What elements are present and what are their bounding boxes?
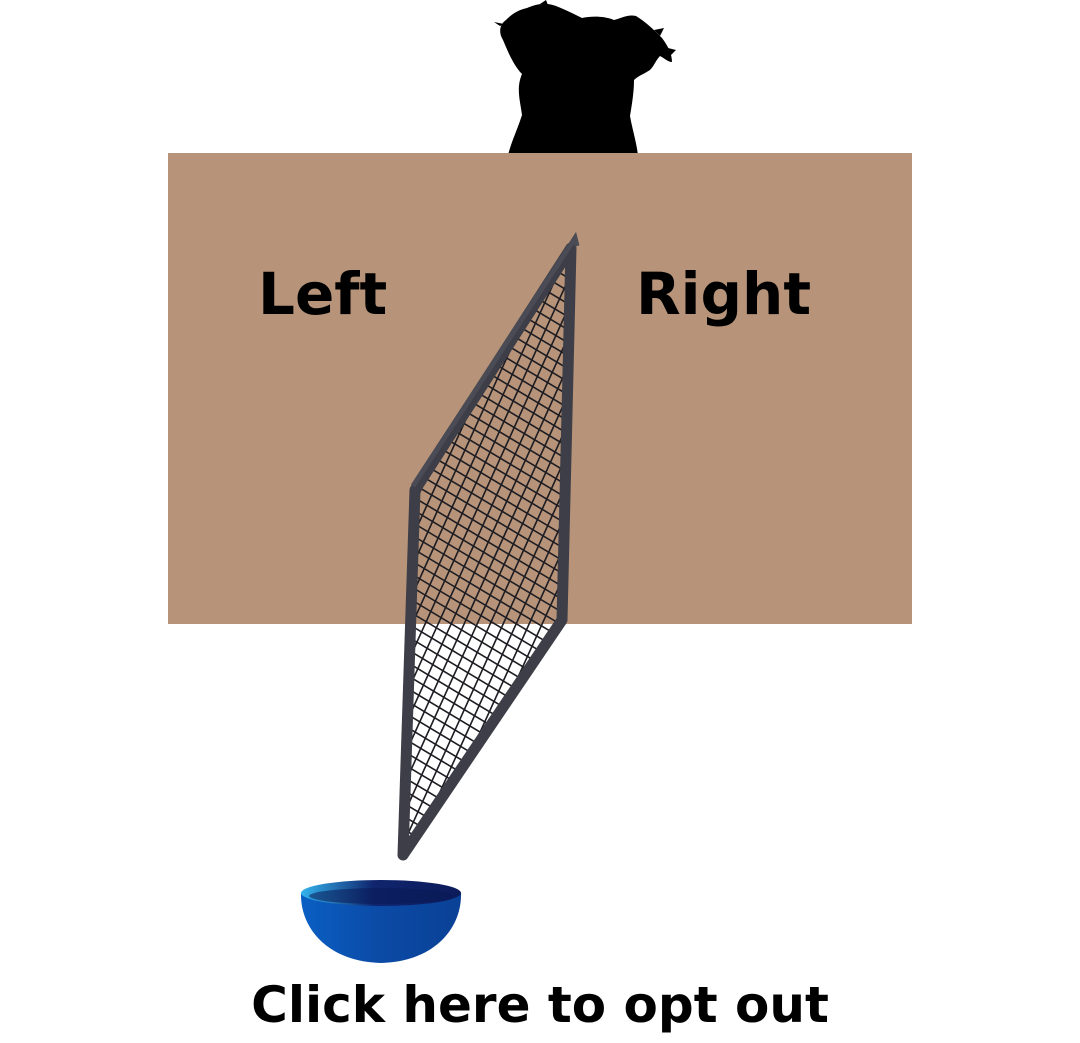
gate-mesh-wire	[403, 324, 571, 536]
gate-mesh-wire	[403, 584, 571, 796]
gate-mesh-wire	[0, 150, 172, 900]
gate-mesh-wire	[403, 454, 571, 666]
gate-mesh-wire	[403, 376, 571, 588]
gate-mesh-wire	[403, 545, 571, 757]
gate-mesh-wire	[403, 571, 571, 783]
gate-mesh-wire	[403, 248, 571, 855]
gate-mesh-wire	[403, 597, 571, 809]
gate-mesh-wire	[403, 623, 571, 835]
gate-mesh-wire	[0, 150, 159, 900]
gate-mesh-wire	[403, 480, 571, 692]
gate-mesh-wire	[403, 311, 571, 523]
gate-mesh-wire	[403, 337, 571, 549]
gate-mesh-wire	[403, 519, 571, 731]
gate-mesh-wire	[300, 0, 650, 2]
gate-mesh-wire	[403, 610, 571, 822]
gate-mesh-wire	[403, 248, 571, 855]
gate-mesh-wire	[0, 150, 185, 900]
gate-mesh-wire	[403, 701, 571, 855]
gate-mesh-wire	[403, 389, 571, 601]
gate-mesh-wire	[403, 248, 571, 855]
gate-mesh-wire	[403, 441, 571, 653]
gate-mesh-wire	[403, 662, 571, 855]
gate-mesh-wire	[403, 532, 571, 744]
gate-mesh-wire	[403, 467, 571, 679]
right-side-label: Right	[636, 260, 812, 328]
gate-mesh-wire	[0, 150, 133, 900]
choice-board	[168, 153, 912, 624]
gate-mesh-wire	[403, 402, 571, 614]
gate-mesh-wire	[0, 150, 146, 900]
left-side-label: Left	[258, 260, 388, 328]
gate-mesh-wire	[403, 688, 571, 855]
gate-mesh-wire	[403, 415, 571, 627]
gate-mesh-wire	[403, 363, 571, 575]
gate-mesh-wire	[403, 506, 571, 718]
gate-mesh-wire	[300, 0, 650, 15]
gate-mesh-wire	[403, 558, 571, 770]
gate-mesh-wire	[403, 493, 571, 705]
opt-out-link[interactable]: Click here to opt out	[251, 976, 829, 1034]
gate-mesh-wire	[403, 675, 571, 855]
food-bowl-icon	[300, 880, 462, 963]
gate-mesh-wire	[403, 428, 571, 640]
gate-mesh-wire	[0, 150, 120, 900]
gate-mesh-wire	[403, 350, 571, 562]
dog-silhouette-icon	[494, 0, 676, 156]
